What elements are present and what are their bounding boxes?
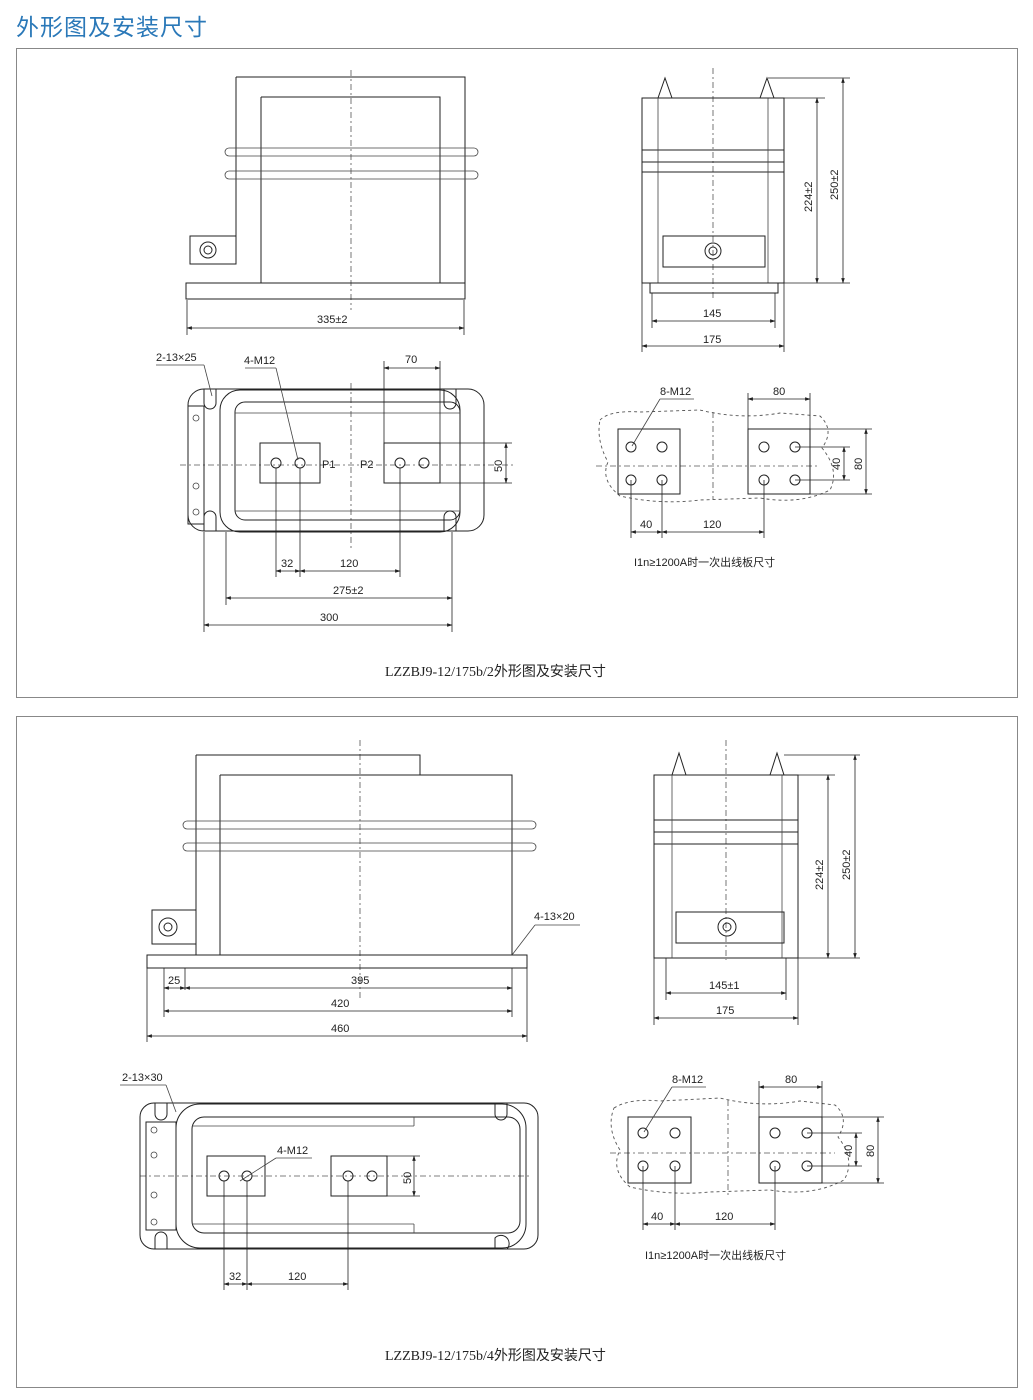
front2-dim-420: 420 xyxy=(331,998,349,1010)
plate2-thread-note: 8-M12 xyxy=(672,1074,703,1086)
plate-detail-2: 8-M12 80 40 80 40 120 I1n≥1200A时一次出线板尺寸 xyxy=(610,1074,884,1262)
side-width-175: 175 xyxy=(703,334,721,346)
side2-height-250: 250±2 xyxy=(841,849,853,880)
top2-thread-note: 4-M12 xyxy=(277,1145,308,1157)
dim-275-label: 275±2 xyxy=(333,585,364,597)
plate2-height-80: 80 xyxy=(865,1145,877,1157)
thread-note-label: 4-M12 xyxy=(244,355,275,367)
plate2-note: I1n≥1200A时一次出线板尺寸 xyxy=(645,1248,786,1262)
front2-dim-395: 395 xyxy=(351,975,369,987)
panel2-caption: LZZBJ9-12/175b/4外形图及安装尺寸 xyxy=(385,1348,606,1364)
plate2-width-80: 80 xyxy=(785,1074,797,1086)
plate-note: I1n≥1200A时一次出线板尺寸 xyxy=(634,555,775,569)
top2-plate-height-50: 50 xyxy=(402,1172,414,1184)
dim-120-label: 120 xyxy=(340,558,358,570)
front-width-label: 335±2 xyxy=(317,314,348,326)
plate-thread-note: 8-M12 xyxy=(660,386,691,398)
side2-width-145: 145±1 xyxy=(709,980,740,992)
page-title: 外形图及安装尺寸 xyxy=(16,15,208,41)
plate-dim-40: 40 xyxy=(640,519,652,531)
top2-dim-120: 120 xyxy=(288,1271,306,1283)
front2-slot-note: 4-13×20 xyxy=(534,911,575,923)
plate-dim-120: 120 xyxy=(703,519,721,531)
front-view-1: 335±2 xyxy=(185,70,479,335)
side-height-250: 250±2 xyxy=(829,169,841,200)
terminal-p2-label: P2 xyxy=(360,459,373,471)
plate-height-40: 40 xyxy=(831,458,843,470)
side2-width-175: 175 xyxy=(716,1005,734,1017)
top-view-1: P1 P2 2-13×25 4-M12 70 50 32 120 275±2 3… xyxy=(156,352,515,632)
spacing-70-label: 70 xyxy=(405,354,417,366)
terminal-p1-label: P1 xyxy=(322,459,335,471)
panel1-caption: LZZBJ9-12/175b/2外形图及安装尺寸 xyxy=(385,664,606,680)
dim-300-label: 300 xyxy=(320,612,338,624)
side-view-2: 224±2 250±2 145±1 175 xyxy=(653,740,860,1025)
plate-height-50: 50 xyxy=(493,460,505,472)
slot-note-label: 2-13×25 xyxy=(156,352,197,364)
side2-height-224: 224±2 xyxy=(814,859,826,890)
plate-width-80: 80 xyxy=(773,386,785,398)
front2-dim-460: 460 xyxy=(331,1023,349,1035)
front-view-2: 4-13×20 25 395 420 460 xyxy=(146,740,580,1042)
plate-detail-1: 8-M12 80 40 80 40 120 I1n≥1200A时一次出线板尺寸 xyxy=(596,386,872,569)
plate2-dim-120: 120 xyxy=(715,1211,733,1223)
plate-height-80: 80 xyxy=(853,458,865,470)
top2-slot-note: 2-13×30 xyxy=(122,1072,163,1084)
side-width-145: 145 xyxy=(703,308,721,320)
dim-32-label: 32 xyxy=(281,558,293,570)
plate2-dim-40: 40 xyxy=(651,1211,663,1223)
drawing-panel-lzzbj9-2 xyxy=(16,48,1018,698)
side-view-1: 224±2 250±2 145 175 xyxy=(641,68,850,352)
top2-dim-32: 32 xyxy=(229,1271,241,1283)
drawing-panel-lzzbj9-4 xyxy=(16,716,1018,1388)
front2-dim-25: 25 xyxy=(168,975,180,987)
top-view-2: 2-13×30 4-M12 50 32 120 xyxy=(120,1072,539,1290)
plate2-height-40: 40 xyxy=(843,1145,855,1157)
side-height-224: 224±2 xyxy=(803,181,815,212)
